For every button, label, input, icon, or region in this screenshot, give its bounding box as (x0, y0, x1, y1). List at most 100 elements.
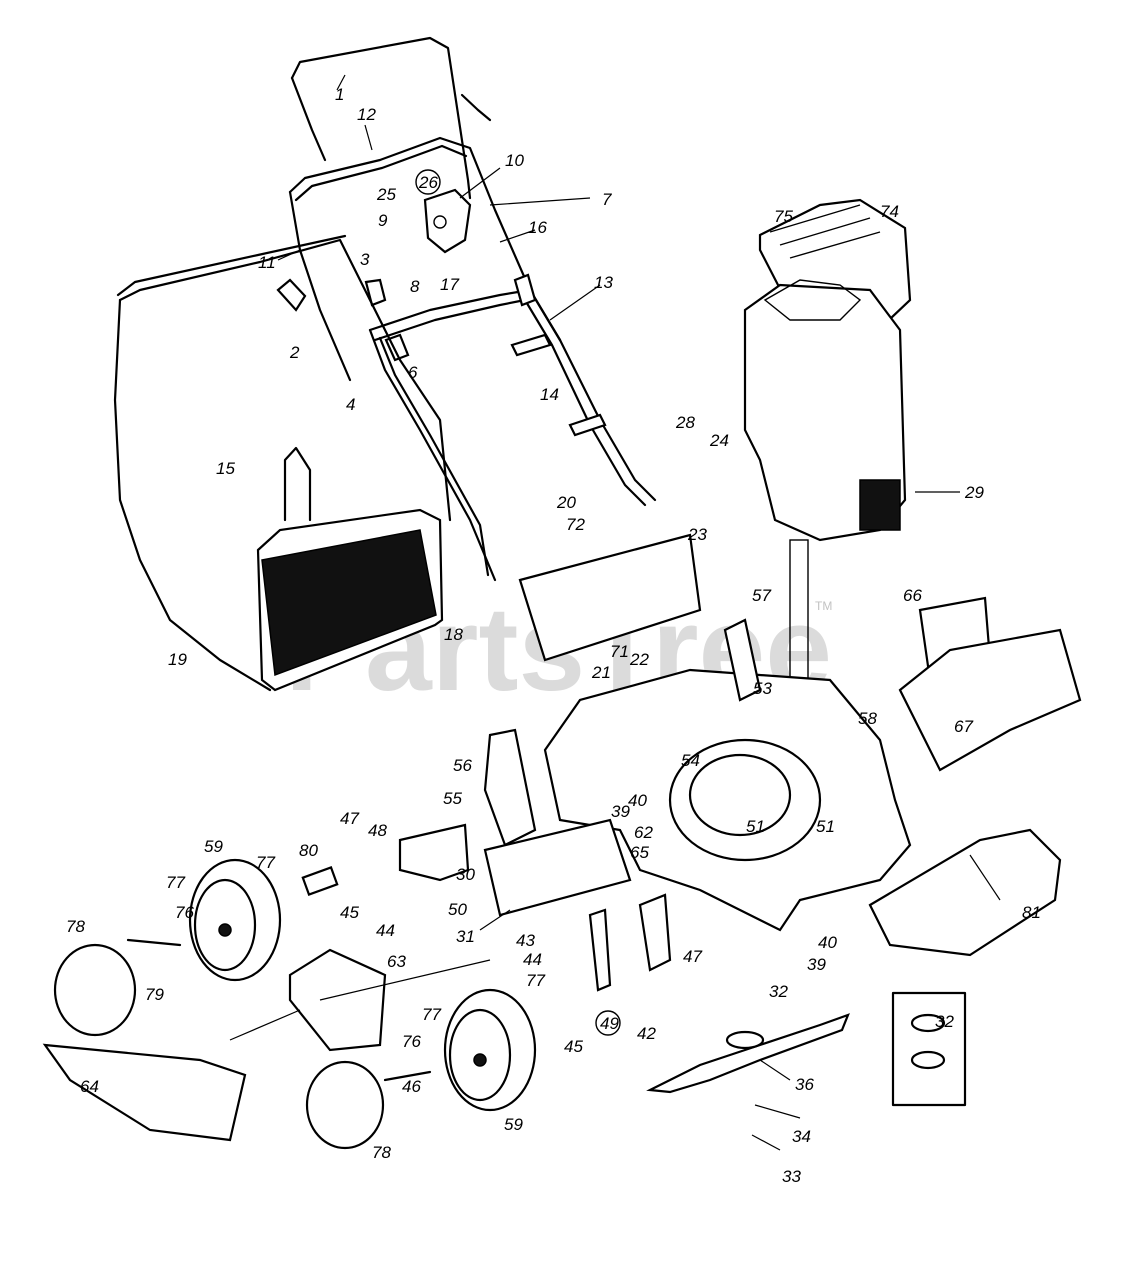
callout-label: 12 (357, 105, 376, 124)
callout-label: 49 (600, 1014, 619, 1033)
callout-label: 48 (368, 821, 387, 840)
callout-label: 78 (372, 1143, 391, 1162)
callout-label: 31 (456, 927, 475, 946)
callout-label: 72 (566, 515, 585, 534)
callout-label: 65 (630, 843, 649, 862)
callout-label: 32 (769, 982, 788, 1001)
callout-label: 18 (444, 625, 463, 644)
height-adjuster-front (638, 893, 672, 972)
callout-26-circle (415, 169, 441, 195)
callout-label: 11 (258, 253, 276, 272)
callout-label: 42 (637, 1024, 656, 1043)
callout-label: 50 (448, 900, 467, 919)
callout-label: 1 (335, 85, 344, 104)
handle-knob-3 (364, 278, 387, 307)
callout-label: 2 (289, 343, 300, 362)
callout-label: 75 (774, 207, 793, 226)
rear-hubcap (53, 943, 137, 1037)
side-discharge-chute (898, 628, 1082, 772)
cable-guide-upper (510, 333, 552, 357)
rear-shield (42, 1043, 247, 1142)
callout-label: 46 (402, 1077, 421, 1096)
callout-label: 15 (216, 459, 235, 478)
leader-lines (229, 74, 1001, 1151)
blade-adapter-inset (891, 991, 967, 1107)
callout-label: 43 (516, 931, 535, 950)
callout-label: 77 (256, 853, 275, 872)
callout-49-circle (595, 1010, 621, 1036)
callout-label: 45 (564, 1037, 583, 1056)
mower-deck (543, 668, 912, 932)
callout-label: 10 (505, 151, 524, 170)
front-wheel (443, 988, 537, 1112)
rear-skirt (483, 818, 632, 917)
callout-label: 21 (591, 663, 611, 682)
axle-spacer (301, 866, 339, 896)
callout-label: 44 (523, 950, 542, 969)
callout-label: 33 (782, 1167, 801, 1186)
callout-labels: 1 12 26 25 10 7 9 16 11 3 8 17 13 2 6 4 … (66, 85, 1041, 1186)
watermark-tm: TM (815, 599, 832, 613)
callout-label: 29 (964, 483, 984, 502)
callout-label: 51 (746, 817, 765, 836)
callout-label: 63 (387, 952, 406, 971)
callout-label: 39 (611, 802, 630, 821)
rear-flap (518, 533, 702, 662)
callout-label: 6 (408, 363, 418, 382)
callout-label: 34 (792, 1127, 811, 1146)
axle-bolt-front (383, 1070, 432, 1082)
callout-label: 76 (402, 1032, 421, 1051)
callout-label: 19 (168, 650, 187, 669)
callout-label: 59 (504, 1115, 523, 1134)
callout-label: 51 (816, 817, 835, 836)
callout-label: 7 (602, 190, 612, 209)
callout-label: 26 (418, 173, 438, 192)
callout-label: 8 (410, 277, 420, 296)
callout-label: 14 (540, 385, 559, 404)
callout-label: 58 (858, 709, 877, 728)
callout-label: 20 (556, 493, 576, 512)
grass-bag (113, 234, 452, 692)
callout-label: 36 (795, 1075, 814, 1094)
callout-label: 57 (752, 586, 771, 605)
callout-label: 78 (66, 917, 85, 936)
handle-knob-left (276, 278, 307, 312)
blade (646, 1013, 850, 1094)
callout-label: 23 (687, 525, 707, 544)
callout-label: 32 (935, 1012, 954, 1031)
lower-handle (368, 288, 657, 582)
callout-label: 79 (145, 985, 164, 1004)
discharge-cover (288, 948, 387, 1052)
callout-label: 53 (753, 679, 772, 698)
axle-bolt-rear (126, 938, 182, 947)
callout-label: 16 (528, 218, 547, 237)
front-bumper (868, 828, 1062, 957)
callout-label: 25 (376, 185, 396, 204)
callout-label: 77 (422, 1005, 441, 1024)
callout-label: 71 (610, 642, 629, 661)
control-housing (423, 188, 472, 254)
callout-label: 66 (903, 586, 922, 605)
callout-label: 76 (175, 903, 194, 922)
height-bracket-rear (398, 823, 470, 882)
callout-label: 39 (807, 955, 826, 974)
height-adjuster-rear (483, 728, 537, 847)
callout-label: 3 (360, 250, 370, 269)
mulch-plug (723, 618, 762, 702)
callout-label: 74 (880, 202, 899, 221)
callout-label: 24 (709, 431, 729, 450)
callout-label: 54 (681, 751, 700, 770)
callout-label: 13 (594, 273, 613, 292)
callout-label: 40 (818, 933, 837, 952)
callout-label: 44 (376, 921, 395, 940)
callout-label: 30 (456, 865, 475, 884)
callout-label: 67 (954, 717, 973, 736)
grass-bag-frame-opening (256, 446, 444, 692)
callout-label: 40 (628, 791, 647, 810)
callout-label: 59 (204, 837, 223, 856)
callout-label: 80 (299, 841, 318, 860)
callout-label: 47 (340, 809, 359, 828)
handle-bracket-right (513, 273, 537, 307)
upper-handle (290, 36, 492, 200)
